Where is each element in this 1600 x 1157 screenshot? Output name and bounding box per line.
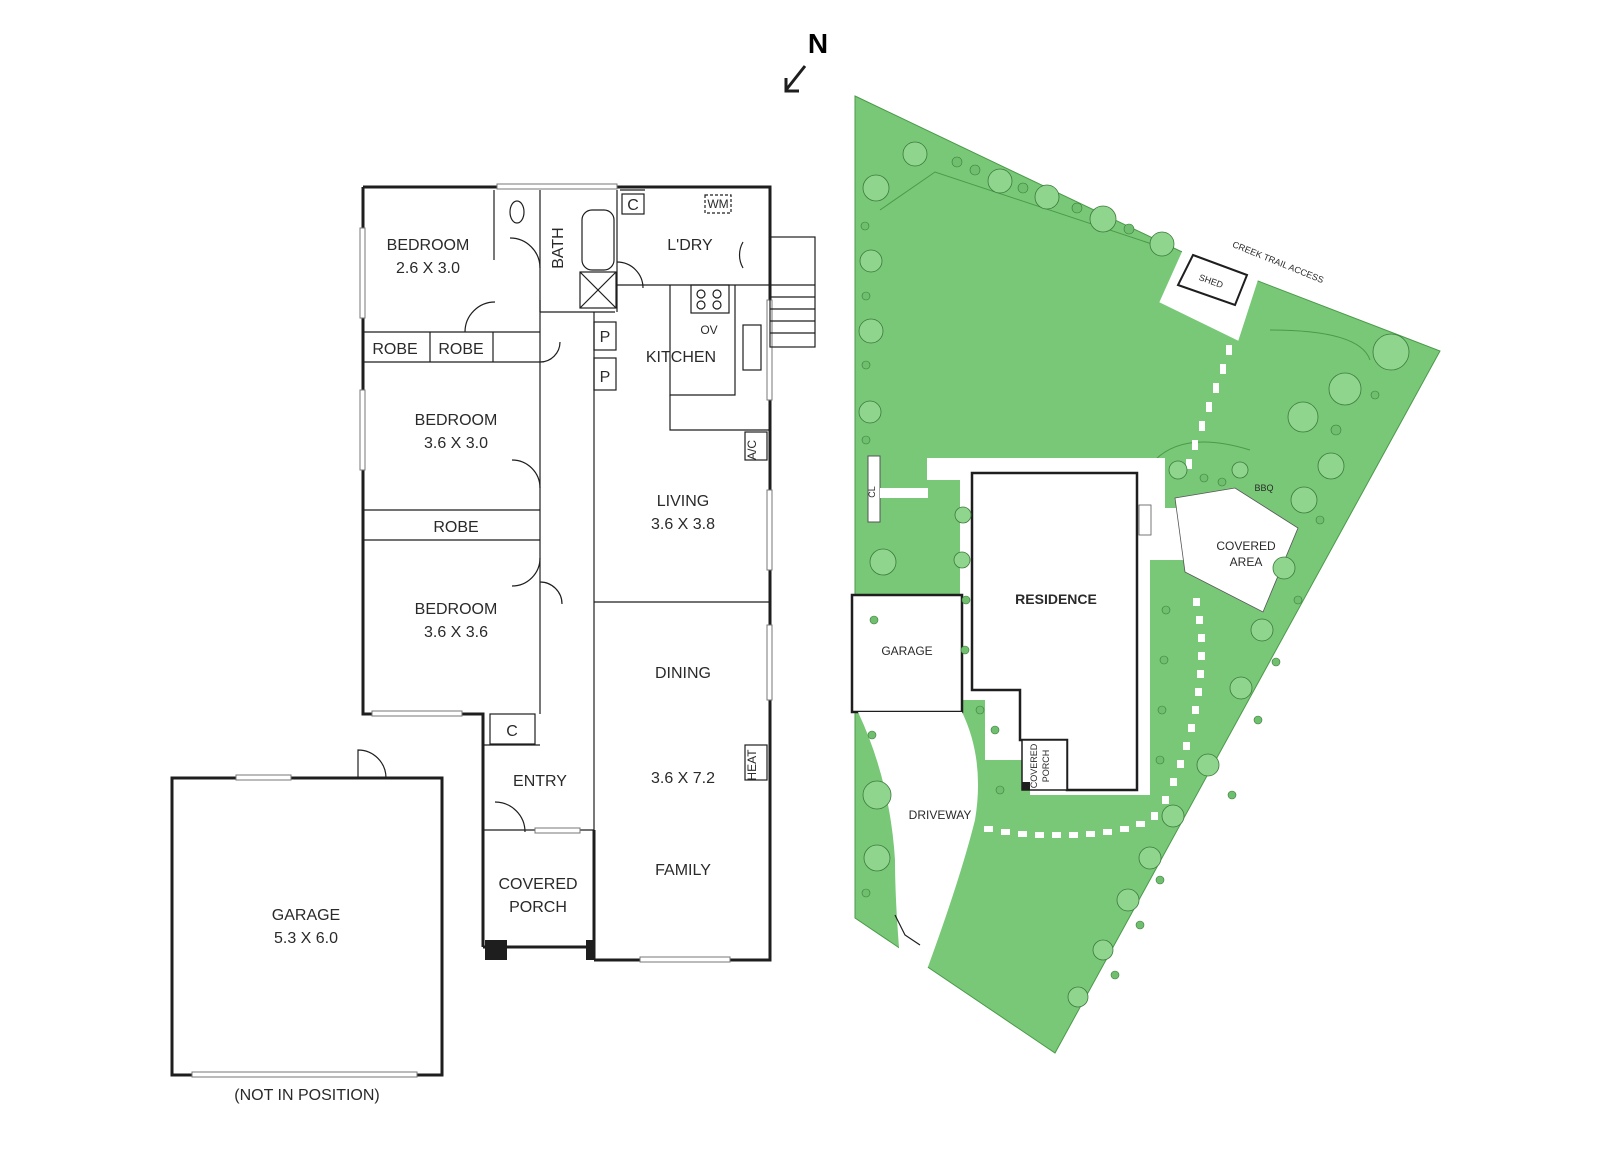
living-name: LIVING bbox=[657, 493, 709, 510]
garage-name: GARAGE bbox=[272, 907, 340, 924]
bedroom1-dims: 2.6 X 3.0 bbox=[396, 260, 460, 277]
robe3-label: ROBE bbox=[433, 519, 478, 536]
tree-icons bbox=[858, 141, 1410, 1008]
detached-garage: GARAGE 5.3 X 6.0 (NOT IN POSITION) bbox=[170, 749, 444, 1104]
porch-line1: COVERED bbox=[498, 876, 577, 893]
shower-icon bbox=[579, 271, 617, 309]
garage-note: (NOT IN POSITION) bbox=[234, 1087, 379, 1104]
floor-plan: BEDROOM 2.6 X 3.0 BATH L'DRY WM C ROBE R… bbox=[359, 183, 816, 963]
laundry-label: L'DRY bbox=[667, 237, 713, 254]
pantry2-label: P bbox=[600, 369, 611, 386]
oven-label: OV bbox=[700, 323, 717, 337]
north-arrow-icon: N bbox=[784, 28, 828, 93]
site-porch-line2: PORCH bbox=[1041, 750, 1051, 783]
shed-outline bbox=[1176, 253, 1249, 307]
heater-label: HEAT bbox=[745, 749, 759, 781]
porch-post bbox=[485, 940, 507, 960]
north-label: N bbox=[808, 28, 828, 59]
family-dims: 3.6 X 7.2 bbox=[651, 770, 715, 787]
porch-post bbox=[586, 940, 594, 960]
bathtub-icon bbox=[581, 209, 615, 271]
entry-label: ENTRY bbox=[513, 773, 567, 790]
stepping-stones bbox=[1186, 345, 1232, 469]
garage-dims: 5.3 X 6.0 bbox=[274, 930, 338, 947]
driveway-surface bbox=[858, 712, 979, 975]
garden-path-stones bbox=[984, 598, 1205, 838]
cooktop-icon bbox=[690, 284, 730, 314]
bbq-label: BBQ bbox=[1254, 483, 1273, 493]
family-label: FAMILY bbox=[655, 862, 711, 879]
dining-label: DINING bbox=[655, 665, 711, 682]
outer-wall bbox=[363, 185, 772, 962]
site-garage-label: GARAGE bbox=[881, 644, 932, 658]
bath-label: BATH bbox=[550, 227, 567, 268]
bedroom3-name: BEDROOM bbox=[415, 601, 498, 618]
site-porch-line1: COVERED bbox=[1029, 743, 1039, 788]
site-garage-outline bbox=[850, 593, 964, 714]
robe2-label: ROBE bbox=[438, 341, 483, 358]
outer-wall-west bbox=[361, 187, 485, 947]
washing-machine-label: WM bbox=[707, 197, 728, 211]
kitchen-label: KITCHEN bbox=[646, 349, 716, 366]
entry-cupboard-label: C bbox=[506, 723, 518, 740]
ac-label: A/C bbox=[745, 440, 759, 460]
porch-line2: PORCH bbox=[509, 899, 567, 916]
covered-area-line1: COVERED bbox=[1216, 539, 1276, 553]
site-porch-outline bbox=[1021, 739, 1068, 791]
covered-area-line2: AREA bbox=[1230, 555, 1263, 569]
bedroom3-dims: 3.6 X 3.6 bbox=[424, 624, 488, 641]
shrub-icons bbox=[860, 156, 1380, 980]
pantry1-label: P bbox=[600, 329, 611, 346]
bedroom2-name: BEDROOM bbox=[415, 412, 498, 429]
bedroom2-dims: 3.6 X 3.0 bbox=[424, 435, 488, 452]
living-dims: 3.6 X 3.8 bbox=[651, 516, 715, 533]
clothesline-label: CL bbox=[867, 486, 877, 498]
robe1-label: ROBE bbox=[372, 341, 417, 358]
bedroom1-name: BEDROOM bbox=[387, 237, 470, 254]
toilet-icon bbox=[509, 200, 525, 224]
sink-icon bbox=[742, 324, 762, 371]
driveway-label: DRIVEWAY bbox=[909, 808, 972, 822]
laundry-cupboard-label: C bbox=[627, 197, 639, 214]
stairs-icon bbox=[769, 236, 816, 348]
site-plan: SHED CREEK TRAIL ACCESS CL COVERED AREA … bbox=[850, 95, 1441, 1054]
residence-label: RESIDENCE bbox=[1015, 591, 1097, 607]
